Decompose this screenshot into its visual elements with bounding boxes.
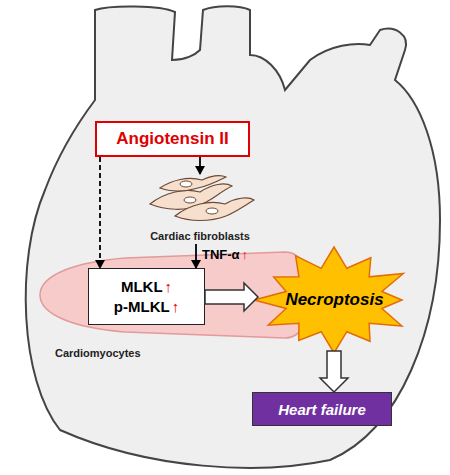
cardiomyocyte-cell: CardiomyocytesMLKL↑p-MLKL↑ — [35, 250, 310, 362]
node-title: Necroptosis — [285, 290, 383, 310]
edge-label: TNF-α↑ — [202, 247, 248, 262]
cell-nucleus — [184, 197, 196, 203]
fibroblast-cells: Cardiac fibroblasts — [140, 174, 260, 244]
fibroblast-illustration — [140, 174, 260, 224]
text-row: MLKL↑ — [121, 277, 172, 297]
stimulus-box: Angiotensin II — [95, 121, 250, 157]
node-label: Cardiac fibroblasts — [140, 226, 260, 244]
node-title: Heart failure — [278, 401, 366, 418]
cell-nucleus — [180, 181, 192, 187]
signal-name: TNF-α — [202, 247, 240, 262]
dashed-arrow — [99, 157, 101, 268]
necroptosis-burst: Necroptosis — [252, 245, 417, 355]
heart-shape — [26, 6, 440, 468]
fibroblast-cell — [160, 176, 226, 191]
solid-arrow — [195, 244, 197, 268]
cell-outline — [40, 252, 307, 338]
node-label: Cardiomyocytes — [55, 343, 141, 361]
protein-name: p-MLKL — [114, 298, 170, 315]
cell-nucleus — [206, 208, 218, 214]
increase-arrow: ↑ — [242, 247, 249, 262]
text-row: p-MLKL↑ — [114, 297, 179, 317]
node-title: Angiotensin II — [116, 129, 228, 149]
fibroblast-cell — [175, 198, 254, 221]
protein-name: MLKL — [121, 278, 163, 295]
block-arrow — [320, 351, 348, 392]
node-label: Necroptosis — [252, 245, 417, 355]
node-label-text: Cardiac fibroblasts — [150, 230, 250, 242]
outcome-box: Heart failure — [252, 392, 392, 426]
protein-box: MLKL↑p-MLKL↑ — [88, 268, 205, 325]
burst-outline — [254, 247, 403, 353]
increase-arrow: ↑ — [165, 278, 173, 295]
block-arrow — [205, 283, 258, 311]
node-label-text: Cardiomyocytes — [55, 347, 141, 359]
solid-arrow — [199, 157, 201, 174]
increase-arrow: ↑ — [172, 298, 180, 315]
